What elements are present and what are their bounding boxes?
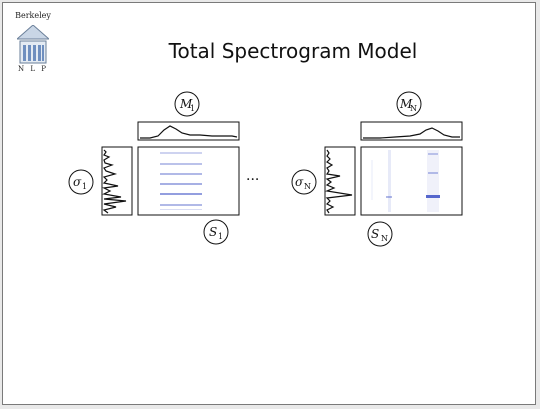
- m1-label-base: M: [179, 97, 193, 111]
- sigman-node: σ N: [291, 169, 317, 195]
- mn-marginal-plot: [360, 121, 463, 141]
- sigman-label-sub: N: [304, 182, 311, 191]
- ellipsis: ···: [246, 172, 259, 188]
- sigma1-node: σ 1: [68, 169, 94, 195]
- s1-node: S 1: [203, 219, 229, 245]
- m1-marginal-plot: [137, 121, 240, 141]
- mn-label-base: M: [399, 97, 413, 111]
- s1-label-sub: 1: [218, 232, 223, 241]
- logo-bottom-text: N L P: [18, 65, 48, 73]
- sigman-label-base: σ: [295, 175, 304, 189]
- building-icon: [17, 25, 49, 64]
- m1-node: M 1: [174, 91, 200, 117]
- sn-node: S N: [367, 221, 393, 247]
- berkeley-nlp-logo: Berkeley N L P: [11, 11, 55, 77]
- logo-top-text: Berkeley: [15, 11, 51, 20]
- sigma1-marginal-plot: [101, 146, 133, 216]
- sigma1-label-sub: 1: [82, 182, 87, 191]
- sigman-marginal-plot: [324, 146, 356, 216]
- s1-spectrogram: [137, 146, 240, 216]
- s1-label-base: S: [209, 225, 217, 239]
- slide-title: Total Spectrogram Model: [168, 39, 418, 63]
- sn-label-sub: N: [381, 234, 388, 243]
- mn-node: M N: [396, 91, 422, 117]
- mn-label-sub: N: [410, 104, 417, 113]
- sn-label-base: S: [371, 227, 379, 241]
- sn-spectrogram: [360, 146, 463, 216]
- m1-label-sub: 1: [190, 104, 195, 113]
- sigma1-label-base: σ: [73, 175, 82, 189]
